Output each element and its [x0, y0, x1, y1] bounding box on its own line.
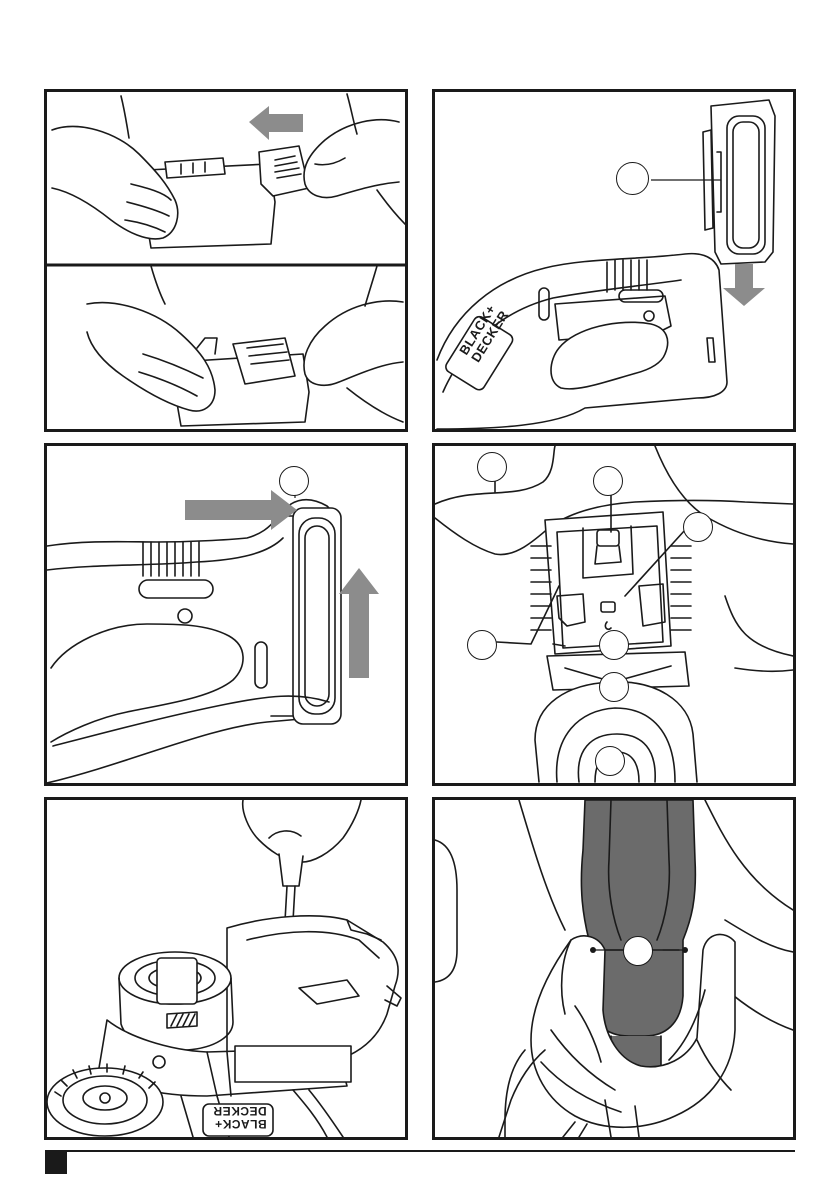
figure-5-illustration: [47, 800, 405, 1137]
figure-4-illustration: [435, 446, 793, 783]
page-marker: [45, 1152, 67, 1174]
footer-rule: [45, 1150, 795, 1152]
figure-6-illustration: [435, 800, 793, 1137]
figure-2-battery-release: BLACK+ DECKER: [432, 89, 796, 432]
figure-4-callout-marker-4: [467, 630, 497, 660]
brand-logo-figure-5: BLACK+ DECKER: [213, 1105, 267, 1130]
figure-3-callout-marker: [279, 466, 309, 496]
figure-1-battery-charging: [44, 89, 408, 432]
figure-2-callout-marker: [616, 162, 649, 195]
figure-4-callout-marker-6: [599, 672, 629, 702]
figure-1-illustration: [47, 92, 405, 429]
figure-6-callout-marker: [623, 936, 653, 966]
figure-4-callout-marker-1: [477, 452, 507, 482]
figure-3-battery-insert: [44, 443, 408, 786]
figure-4-callout-marker-2: [593, 466, 623, 496]
figure-3-illustration: [47, 446, 405, 783]
figure-4-callout-marker-3: [683, 512, 713, 542]
figure-2-illustration: [435, 92, 793, 429]
figure-6-handle-grip: [432, 797, 796, 1140]
figure-4-callout-marker-7: [595, 746, 625, 776]
figure-4-callout-marker-5: [599, 630, 629, 660]
figure-4-guard-assembly: [432, 443, 796, 786]
figure-5-screwdriver-fixing: BLACK+ DECKER: [44, 797, 408, 1140]
